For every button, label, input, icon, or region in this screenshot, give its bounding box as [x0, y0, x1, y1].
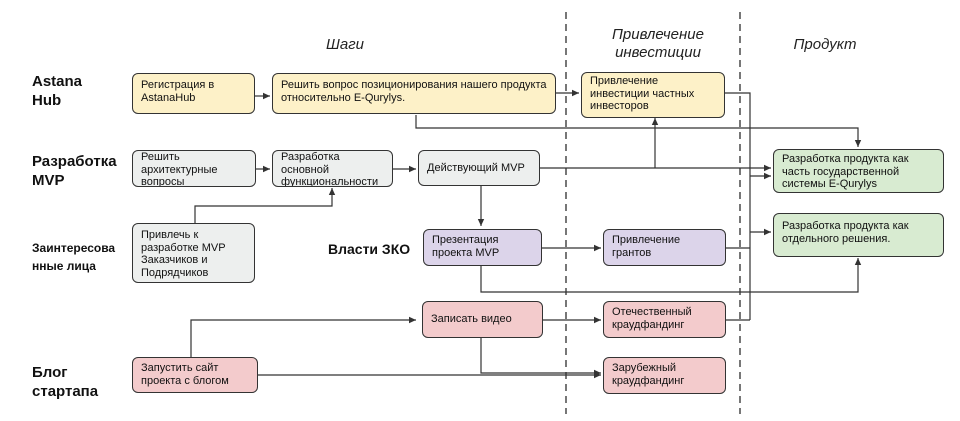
column-header-investment: Привлечение инвестиции — [612, 26, 704, 61]
arrow-video-to-foreign — [480, 338, 601, 377]
column-header-product: Продукт — [793, 36, 857, 53]
box-launch-site: Запустить сайт проекта с блогом — [132, 357, 258, 393]
box-registration: Регистрация в AstanaHub — [132, 73, 255, 114]
box-mvp-presentation: Презентация проекта MVP — [423, 229, 542, 266]
box-arch-issues: Решить архитектурные вопросы — [132, 150, 256, 187]
lane-label-mvp-dev: Разработка MVP — [32, 153, 117, 189]
authorities-label: Власти ЗКО — [328, 241, 411, 257]
box-record-video: Записать видео — [422, 301, 543, 338]
box-attract-customers: Привлечь к разработке MVP Заказчиков и П… — [132, 223, 255, 283]
box-grants: Привлечение грантов — [603, 229, 726, 266]
box-domestic-crowdfunding: Отечественный краудфандинг — [603, 301, 726, 338]
column-header-steps: Шаги — [326, 36, 364, 53]
box-core-func: Разработка основной функциональности — [272, 150, 393, 187]
lane-label-astana-hub: Astana Hub — [32, 73, 83, 109]
box-product-standalone: Разработка продукта как отдельного решен… — [773, 213, 944, 257]
lane-label-stakeholders: Заинтересова нные лица — [32, 241, 116, 273]
box-foreign-crowdfunding: Зарубежный краудфандинг — [603, 357, 726, 394]
box-working-mvp: Действующий MVP — [418, 150, 540, 186]
arrow-investors-to-products — [725, 92, 751, 320]
lane-label-blog: Блог стартапа — [32, 364, 99, 400]
box-private-investors: Привлечение инвестиции частных инвесторо… — [581, 72, 725, 118]
arrow-customers-to-core — [194, 188, 336, 223]
arrow-presentation-to-product-standalone — [480, 258, 862, 293]
arrow-site-to-video — [190, 316, 416, 358]
box-product-gov: Разработка продукта как часть государств… — [773, 149, 944, 193]
box-positioning: Решить вопрос позиционирования нашего пр… — [272, 73, 556, 114]
arrow-positioning-to-product-gov — [415, 115, 862, 147]
